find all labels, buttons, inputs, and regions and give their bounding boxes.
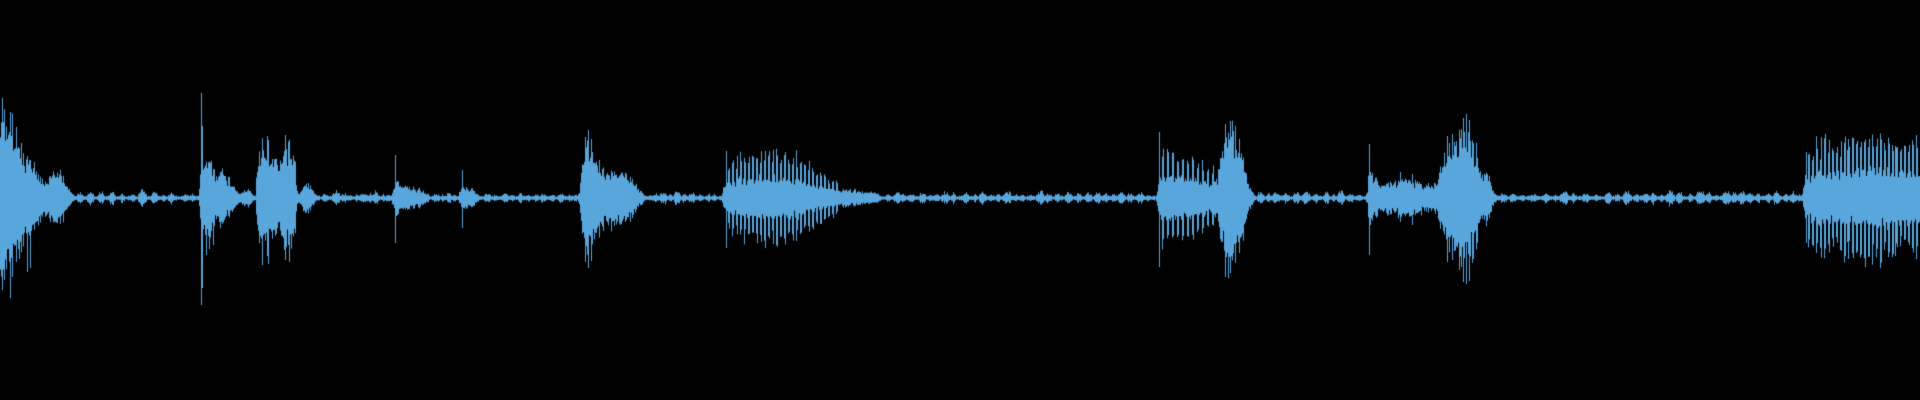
waveform-canvas[interactable] [0, 0, 1920, 400]
audio-waveform-track [0, 0, 1920, 400]
